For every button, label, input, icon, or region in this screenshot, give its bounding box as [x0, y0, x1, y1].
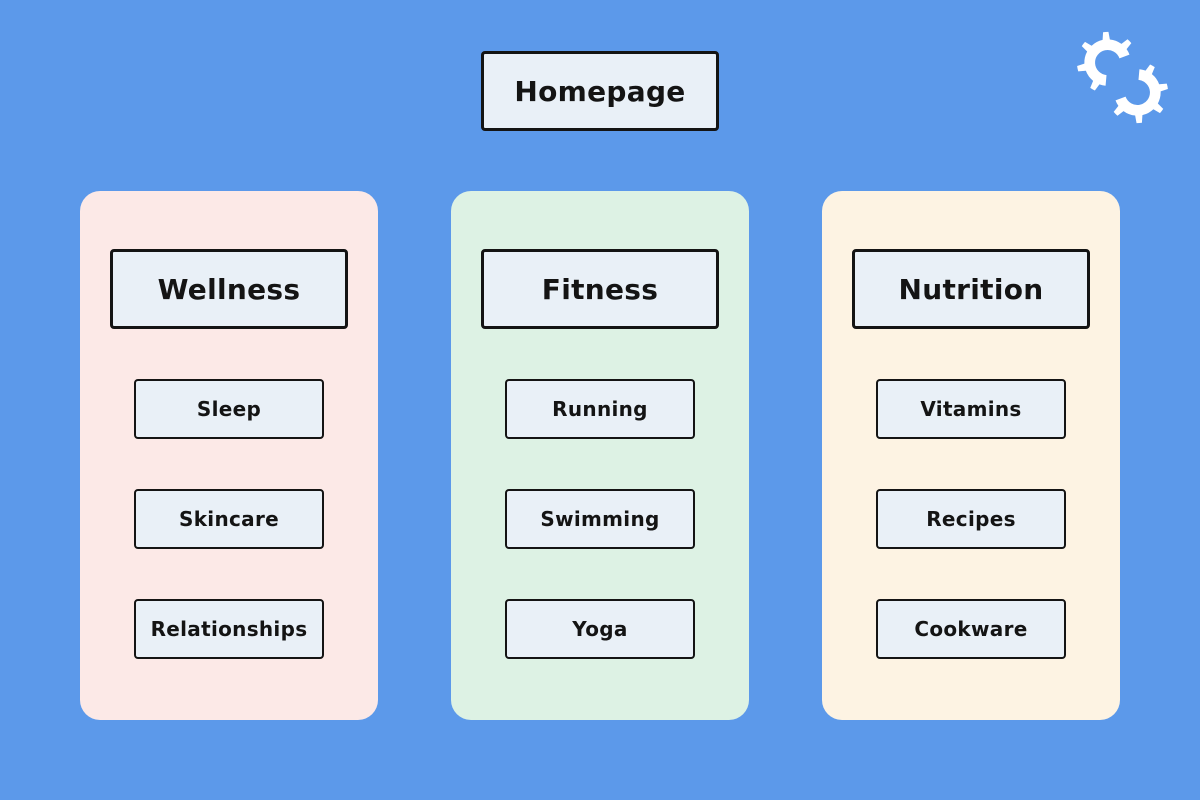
- node-relationships[interactable]: Relationships: [134, 599, 324, 659]
- interlocking-gears-logo-icon: [1077, 31, 1168, 124]
- node-vitamins[interactable]: Vitamins: [876, 379, 1066, 439]
- node-wellness[interactable]: Wellness: [110, 249, 348, 329]
- node-fitness[interactable]: Fitness: [481, 249, 719, 329]
- node-yoga[interactable]: Yoga: [505, 599, 695, 659]
- panel-wellness: Wellness Sleep Skincare Relationships: [80, 191, 378, 720]
- node-recipes[interactable]: Recipes: [876, 489, 1066, 549]
- node-swimming[interactable]: Swimming: [505, 489, 695, 549]
- node-cookware[interactable]: Cookware: [876, 599, 1066, 659]
- gear-bottom-right: [1113, 64, 1168, 124]
- node-skincare[interactable]: Skincare: [134, 489, 324, 549]
- panel-fitness: Fitness Running Swimming Yoga: [451, 191, 749, 720]
- category-panels: Wellness Sleep Skincare Relationships Fi…: [80, 191, 1120, 720]
- gear-top-left: [1077, 31, 1132, 91]
- homepage-node[interactable]: Homepage: [481, 51, 719, 131]
- node-sleep[interactable]: Sleep: [134, 379, 324, 439]
- node-running[interactable]: Running: [505, 379, 695, 439]
- panel-nutrition: Nutrition Vitamins Recipes Cookware: [822, 191, 1120, 720]
- node-nutrition[interactable]: Nutrition: [852, 249, 1090, 329]
